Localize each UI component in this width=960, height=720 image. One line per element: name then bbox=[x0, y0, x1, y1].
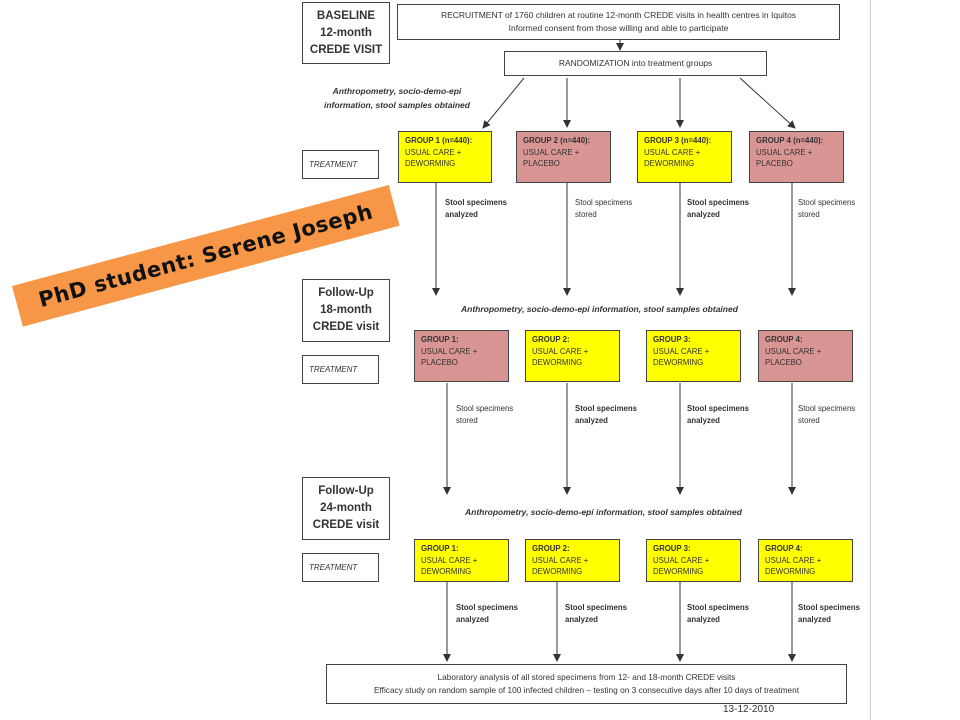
phase-followup-18: Follow-Up 18-month CREDE visit bbox=[302, 279, 390, 342]
baseline-group-3: GROUP 3 (n=440): USUAL CARE + DEWORMING bbox=[637, 131, 732, 183]
treatment-label-18: TREATMENT bbox=[302, 355, 379, 384]
randomization-box: RANDOMIZATION into treatment groups bbox=[504, 51, 767, 76]
baseline-group-1: GROUP 1 (n=440): USUAL CARE + DEWORMING bbox=[398, 131, 492, 183]
arrow-random-to-g4 bbox=[739, 77, 796, 129]
fu18-group-4: GROUP 4: USUAL CARE + PLACEBO bbox=[758, 330, 853, 382]
treatment-label-baseline: TREATMENT bbox=[302, 150, 379, 179]
fu24-group-3: GROUP 3: USUAL CARE + DEWORMING bbox=[646, 539, 741, 582]
arrow-random-to-g1 bbox=[482, 77, 525, 129]
right-divider-line bbox=[870, 0, 871, 720]
date-label: 13-12-2010 bbox=[723, 704, 775, 715]
followup-24-procedures-note: Anthropometry, socio-demo-epi informatio… bbox=[465, 507, 742, 517]
followup-18-procedures-note: Anthropometry, socio-demo-epi informatio… bbox=[461, 304, 738, 314]
fu18-group-1: GROUP 1: USUAL CARE + PLACEBO bbox=[414, 330, 509, 382]
fu18-group-3: GROUP 3: USUAL CARE + DEWORMING bbox=[646, 330, 741, 382]
laboratory-analysis-box: Laboratory analysis of all stored specim… bbox=[326, 664, 847, 704]
fu24-group-2: GROUP 2: USUAL CARE + DEWORMING bbox=[525, 539, 620, 582]
phase-baseline: BASELINE 12-month CREDE VISIT bbox=[302, 2, 390, 64]
baseline-group-4: GROUP 4 (n=440): USUAL CARE + PLACEBO bbox=[749, 131, 844, 183]
fu24-group-1: GROUP 1: USUAL CARE + DEWORMING bbox=[414, 539, 509, 582]
recruitment-box: RECRUITMENT of 1760 children at routine … bbox=[397, 4, 840, 40]
baseline-procedures-note: Anthropometry, socio-demo-epi informatio… bbox=[324, 86, 470, 110]
phase-followup-24: Follow-Up 24-month CREDE visit bbox=[302, 477, 390, 540]
fu24-group-4: GROUP 4: USUAL CARE + DEWORMING bbox=[758, 539, 853, 582]
baseline-group-2: GROUP 2 (n=440): USUAL CARE + PLACEBO bbox=[516, 131, 611, 183]
fu18-group-2: GROUP 2: USUAL CARE + DEWORMING bbox=[525, 330, 620, 382]
treatment-label-24: TREATMENT bbox=[302, 553, 379, 582]
